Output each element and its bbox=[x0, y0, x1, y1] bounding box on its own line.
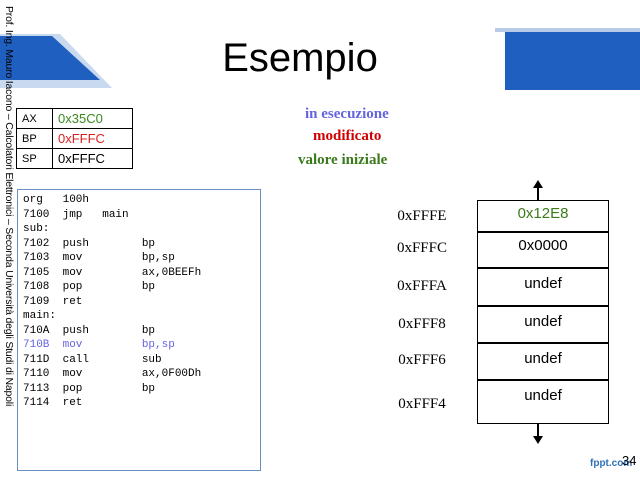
code-line: 710A push bp bbox=[23, 324, 156, 337]
code-line: 7108 pop bp bbox=[23, 281, 156, 293]
code-line: 7100 jmp main bbox=[23, 208, 129, 221]
code-listing: org 100h 7100 jmp main sub: 7102 push bp 710… bbox=[17, 189, 261, 471]
sidebar-author-text: Prof. Ing. Mauro Iacono – Calcolatori El… bbox=[3, 6, 15, 407]
code-line: main: bbox=[23, 310, 57, 322]
register-value: 0xFFFC bbox=[52, 148, 133, 169]
memory-address: 0xFFFE bbox=[397, 208, 447, 224]
code-line: 7103 mov bp,sp bbox=[23, 252, 175, 264]
brand-logo: fppt.com bbox=[590, 458, 633, 469]
code-line: sub: bbox=[23, 223, 50, 235]
memory-cell: undef bbox=[477, 306, 609, 343]
memory-cell: undef bbox=[477, 268, 609, 306]
register-value: 0xFFFC bbox=[52, 128, 133, 149]
register-value: 0x35C0 bbox=[52, 108, 133, 129]
code-line: 710B mov bp,sp bbox=[23, 339, 175, 351]
register-name: SP bbox=[16, 148, 53, 169]
memory-cell: 0x0000 bbox=[477, 232, 609, 268]
code-line: 7105 mov ax,0BEEFh bbox=[23, 266, 202, 279]
slide-title: Esempio bbox=[222, 36, 378, 80]
legend-modified: modificato bbox=[313, 128, 382, 144]
code-line: 7113 pop bp bbox=[23, 382, 156, 395]
legend-initial: valore iniziale bbox=[298, 152, 388, 168]
memory-cell: 0x12E8 bbox=[477, 200, 609, 232]
page-number: 34 bbox=[622, 453, 637, 468]
legend-running: in esecuzione bbox=[305, 106, 389, 122]
code-line: 7110 mov ax,0F00Dh bbox=[23, 368, 202, 380]
register-name: AX bbox=[16, 108, 53, 129]
register-name: BP bbox=[16, 128, 53, 149]
code-line: 711D call sub bbox=[23, 353, 162, 366]
memory-address: 0xFFF6 bbox=[398, 352, 446, 368]
code-line: org 100h bbox=[23, 194, 90, 206]
memory-cell: undef bbox=[477, 380, 609, 424]
code-line: 7114 ret bbox=[23, 397, 83, 409]
memory-cell: undef bbox=[477, 343, 609, 380]
code-line: 7102 push bp bbox=[23, 237, 156, 250]
memory-address: 0xFFF4 bbox=[398, 396, 446, 412]
memory-address: 0xFFFC bbox=[396, 240, 448, 256]
code-line: 7109 ret bbox=[23, 295, 83, 308]
memory-address: 0xFFF8 bbox=[398, 316, 446, 332]
memory-address: 0xFFFA bbox=[397, 278, 447, 294]
